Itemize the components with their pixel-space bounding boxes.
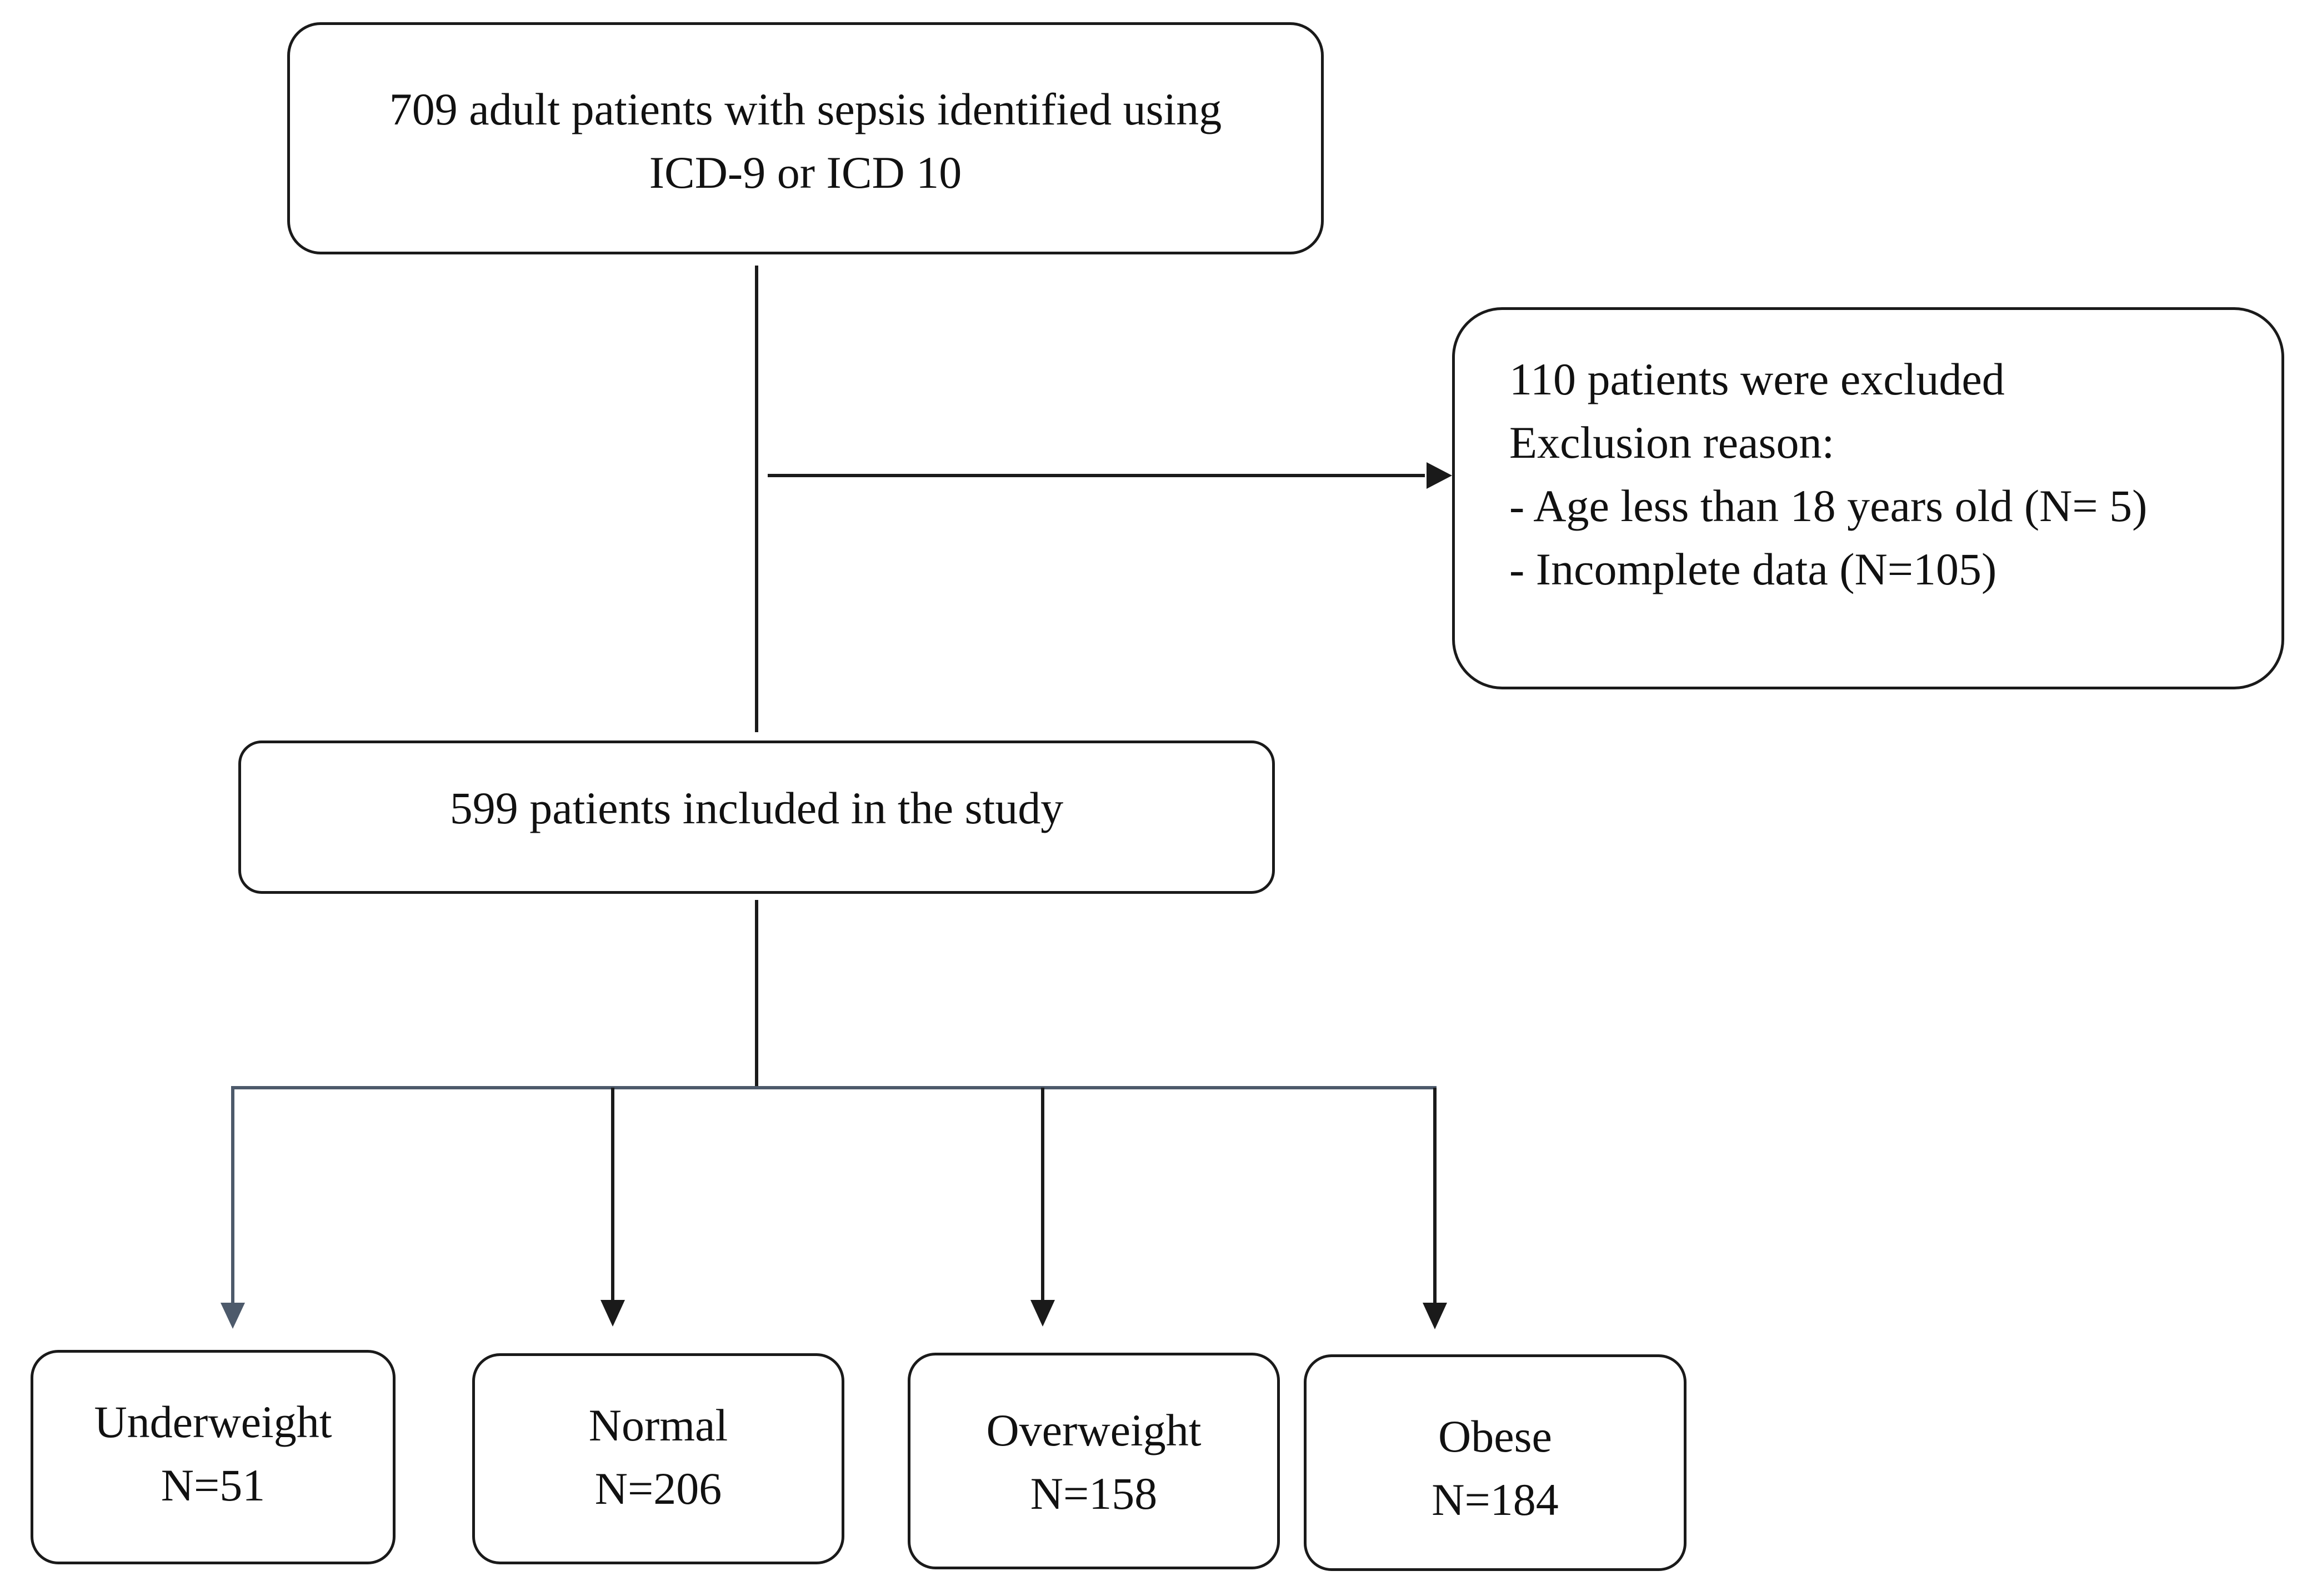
included-label: 599 patients included in the study	[449, 783, 1064, 833]
identified-line-2: ICD-9 or ICD 10	[649, 147, 962, 198]
group-overweight-name: Overweight	[986, 1405, 1202, 1455]
identified-patients-box: 709 adult patients with sepsis identifie…	[287, 22, 1324, 254]
group-normal-box: Normal N=206	[472, 1353, 844, 1564]
exclusion-arrowhead	[1427, 462, 1452, 489]
group-normal-name: Normal	[588, 1400, 728, 1450]
branch-underweight-arrowhead	[221, 1303, 245, 1329]
exclusion-reason-heading: Exclusion reason:	[1509, 417, 1835, 468]
branch-obese-arrowhead	[1423, 1303, 1447, 1329]
exclusion-reason-incomplete: - Incomplete data (N=105)	[1509, 544, 1997, 594]
group-overweight-box: Overweight N=158	[908, 1353, 1280, 1569]
identified-line-1: 709 adult patients with sepsis identifie…	[389, 84, 1222, 134]
group-obese-name: Obese	[1438, 1411, 1552, 1462]
group-obese-count: N=184	[1432, 1474, 1559, 1525]
branch-overweight-arrowhead	[1030, 1300, 1055, 1327]
group-obese-box: Obese N=184	[1304, 1354, 1687, 1571]
group-underweight-count: N=51	[161, 1460, 266, 1510]
group-overweight-count: N=158	[1030, 1468, 1158, 1519]
excluded-count-line: 110 patients were excluded	[1509, 354, 2005, 404]
excluded-patients-box: 110 patients were excluded Exclusion rea…	[1452, 307, 2284, 689]
included-patients-box: 599 patients included in the study	[238, 741, 1275, 894]
exclusion-reason-age: - Age less than 18 years old (N= 5)	[1509, 481, 2148, 531]
group-normal-count: N=206	[594, 1463, 722, 1514]
branch-normal-arrowhead	[600, 1300, 625, 1327]
group-underweight-box: Underweight N=51	[31, 1350, 396, 1564]
group-underweight-name: Underweight	[94, 1397, 332, 1447]
